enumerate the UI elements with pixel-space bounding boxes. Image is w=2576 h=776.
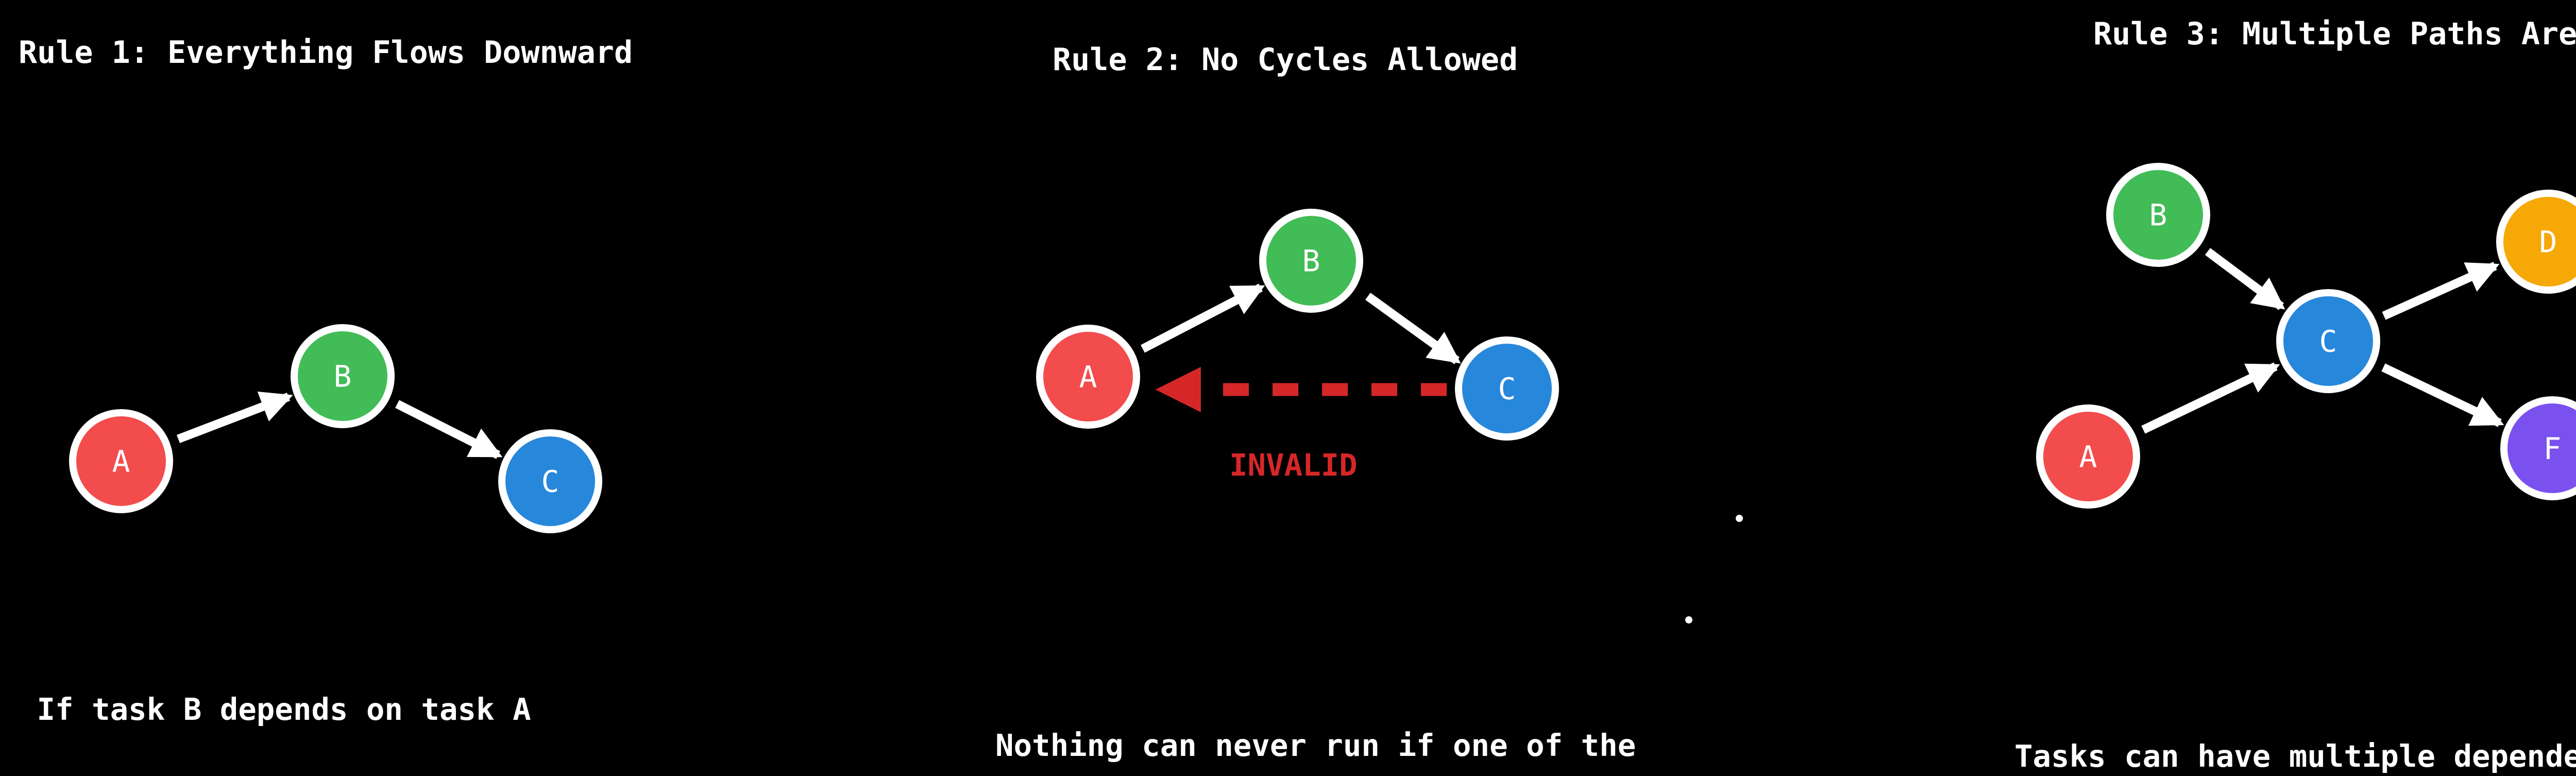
- rule1-node-a: A: [69, 409, 173, 513]
- rule3-node-a-label: A: [2079, 439, 2097, 474]
- rule3-node-c-label: C: [2319, 324, 2337, 359]
- rule2-edge-b-c: [1365, 293, 1461, 364]
- rule2-node-a-circle: [1036, 325, 1140, 429]
- rule3-node-c-circle: [2276, 289, 2380, 393]
- rule3-node-b: B: [2106, 163, 2210, 267]
- rule1-node-b-circle: [291, 324, 395, 428]
- rule2-node-b-circle: [1259, 209, 1363, 313]
- rule1-node-c-label: C: [541, 464, 560, 499]
- rule1-caption-line-1: If task B depends on task A: [19, 691, 531, 727]
- rule1-node-b-label: B: [334, 359, 352, 394]
- rule3-caption: Tasks can have multiple dependencies and…: [2014, 661, 2576, 776]
- rule1-node-b: B: [291, 324, 395, 428]
- invalid-annotation: INVALID: [1229, 447, 1358, 483]
- rule2-node-a: A: [1036, 325, 1140, 429]
- rule2-node-a-label: A: [1079, 359, 1097, 394]
- rule3-node-b-label: B: [2149, 197, 2167, 232]
- rule3-node-b-circle: [2106, 163, 2210, 267]
- rule3-edge-c-d: [2382, 262, 2500, 320]
- rule3-node-f-circle: [2500, 396, 2576, 500]
- rule3-node-d: D: [2496, 190, 2576, 294]
- rule3-edge-a-c: [2141, 362, 2280, 434]
- rule1-title: Rule 1: Everything Flows Downward: [19, 35, 633, 71]
- rule1-edge-a-b: [176, 391, 293, 443]
- rule3-node-f: F: [2500, 396, 2576, 500]
- rule2-caption: Nothing can never run if one of the task…: [995, 650, 1636, 776]
- rule2-edge-a-b: [1141, 283, 1265, 353]
- rule1-node-a-label: A: [112, 444, 130, 479]
- stray-dot-2: [1685, 616, 1692, 623]
- rule1-edge-b-c: [395, 400, 503, 459]
- rule2-node-c-circle: [1455, 336, 1559, 441]
- rule2-title: Rule 2: No Cycles Allowed: [1053, 42, 1518, 78]
- rule2-node-b-label: B: [1302, 243, 1320, 278]
- rule2-node-c-label: C: [1498, 371, 1516, 406]
- rule3-node-d-label: D: [2539, 224, 2557, 259]
- rule2-caption-line-1: Nothing can never run if one of the: [995, 728, 1636, 763]
- rule3-edge-b-c: [2205, 248, 2285, 310]
- rule1-node-a-circle: [69, 409, 173, 513]
- stray-dot-1: [1736, 515, 1743, 522]
- rule3-node-a: A: [2036, 404, 2140, 509]
- rule3-title: Rule 3: Multiple Paths Are Fine: [2093, 16, 2576, 52]
- rule2-node-b: B: [1259, 209, 1363, 313]
- rule3-node-c: C: [2276, 289, 2380, 393]
- rule3-node-d-circle: [2496, 190, 2576, 294]
- rule1-node-c-circle: [498, 429, 602, 533]
- rule1-node-c: C: [498, 429, 602, 533]
- rule3-node-f-label: F: [2544, 431, 2562, 466]
- rule3-caption-line-1: Tasks can have multiple dependencies and…: [2014, 738, 2576, 774]
- rule3-node-a-circle: [2036, 404, 2140, 509]
- rule1-caption: If task B depends on task A then A must …: [19, 614, 622, 776]
- rule2-node-c: C: [1455, 336, 1559, 441]
- rule3-edge-c-f: [2381, 363, 2504, 427]
